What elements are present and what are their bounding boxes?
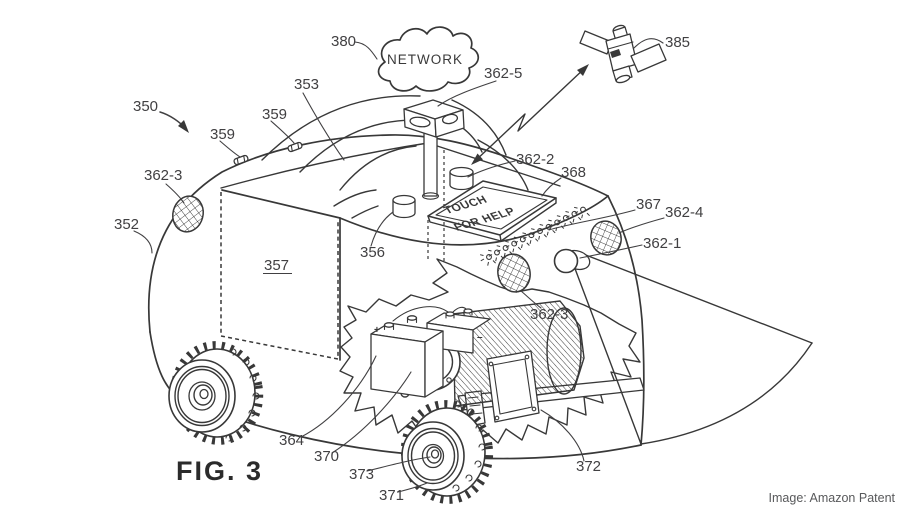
network-cloud: NETWORK bbox=[377, 26, 480, 92]
drivetrain-cutaway: + – bbox=[370, 300, 645, 427]
satellite-panel-left bbox=[579, 30, 613, 55]
sensor-grille-right bbox=[590, 220, 622, 256]
ref-label-380: 380 bbox=[331, 33, 356, 50]
ref-label-370: 370 bbox=[314, 448, 339, 465]
body-right-pillar bbox=[607, 195, 645, 446]
ref-label-353: 353 bbox=[294, 76, 319, 93]
hidden-edge-dashed bbox=[427, 150, 445, 266]
battery-minus-sign: – bbox=[477, 332, 483, 343]
front-camera bbox=[553, 248, 591, 274]
satellite-panel-right bbox=[630, 43, 667, 73]
ref-label-356: 356 bbox=[360, 244, 385, 261]
roof-sensor-359-a bbox=[233, 154, 249, 166]
side-panel-top-edge bbox=[221, 189, 341, 219]
battery: + – bbox=[370, 306, 491, 398]
sensor-grille-left bbox=[172, 195, 204, 233]
sensor-array bbox=[172, 195, 622, 293]
camera-fov-cone bbox=[570, 251, 813, 445]
roof-cylinder-356 bbox=[392, 194, 416, 219]
reference-leader-lines bbox=[133, 38, 665, 493]
roof-items bbox=[233, 99, 474, 219]
motor-bracket bbox=[486, 350, 540, 423]
ref-label-362-4: 362-4 bbox=[665, 204, 703, 221]
ref-label-362-3-center: 362-3 bbox=[530, 306, 568, 323]
ref-label-359-a: 359 bbox=[262, 106, 287, 123]
body-roofline bbox=[147, 134, 609, 333]
roof-lid-edge bbox=[220, 142, 561, 189]
ref-label-362-5: 362-5 bbox=[484, 65, 522, 82]
ref-label-357: 357 bbox=[264, 257, 289, 274]
touch-for-help-panel: TOUCH FOR HELP bbox=[427, 180, 557, 242]
ref-label-373: 373 bbox=[349, 466, 374, 483]
ref-label-385: 385 bbox=[665, 34, 690, 51]
sensor-grille-front bbox=[497, 253, 531, 293]
ref-label-362-1: 362-1 bbox=[643, 235, 681, 252]
ref-label-350: 350 bbox=[133, 98, 158, 115]
rear-wheel bbox=[400, 400, 494, 504]
network-cloud-label: NETWORK bbox=[387, 52, 463, 67]
battery-wire bbox=[392, 306, 467, 322]
reference-labels: 380 362-5 385 350 353 359 359 362-3 352 … bbox=[114, 33, 703, 504]
camera-lens-right bbox=[441, 113, 459, 125]
ref-label-367: 367 bbox=[636, 196, 661, 213]
ref-label-371: 371 bbox=[379, 487, 404, 504]
front-left-wheel bbox=[168, 341, 264, 445]
satellite-link-arrow bbox=[471, 64, 589, 165]
ref-label-368: 368 bbox=[561, 164, 586, 181]
storage-door-dashed bbox=[220, 192, 339, 360]
ref-label-372: 372 bbox=[576, 458, 601, 475]
ref-label-359-b: 359 bbox=[210, 126, 235, 143]
figure-title: FIG. 3 bbox=[176, 456, 263, 486]
camera-mast bbox=[403, 99, 465, 200]
battery-plus-sign: + bbox=[374, 325, 380, 336]
ref-label-352: 352 bbox=[114, 216, 139, 233]
roof-sensor-359-b bbox=[287, 141, 303, 153]
roof-cylinder-362-2 bbox=[449, 166, 474, 191]
ref-label-362-2: 362-2 bbox=[516, 151, 554, 168]
ref-label-362-3-left: 362-3 bbox=[144, 167, 182, 184]
satellite bbox=[579, 24, 667, 84]
image-credit: Image: Amazon Patent bbox=[769, 491, 896, 505]
camera-lens-left bbox=[409, 116, 431, 128]
ref-label-364: 364 bbox=[279, 432, 304, 449]
